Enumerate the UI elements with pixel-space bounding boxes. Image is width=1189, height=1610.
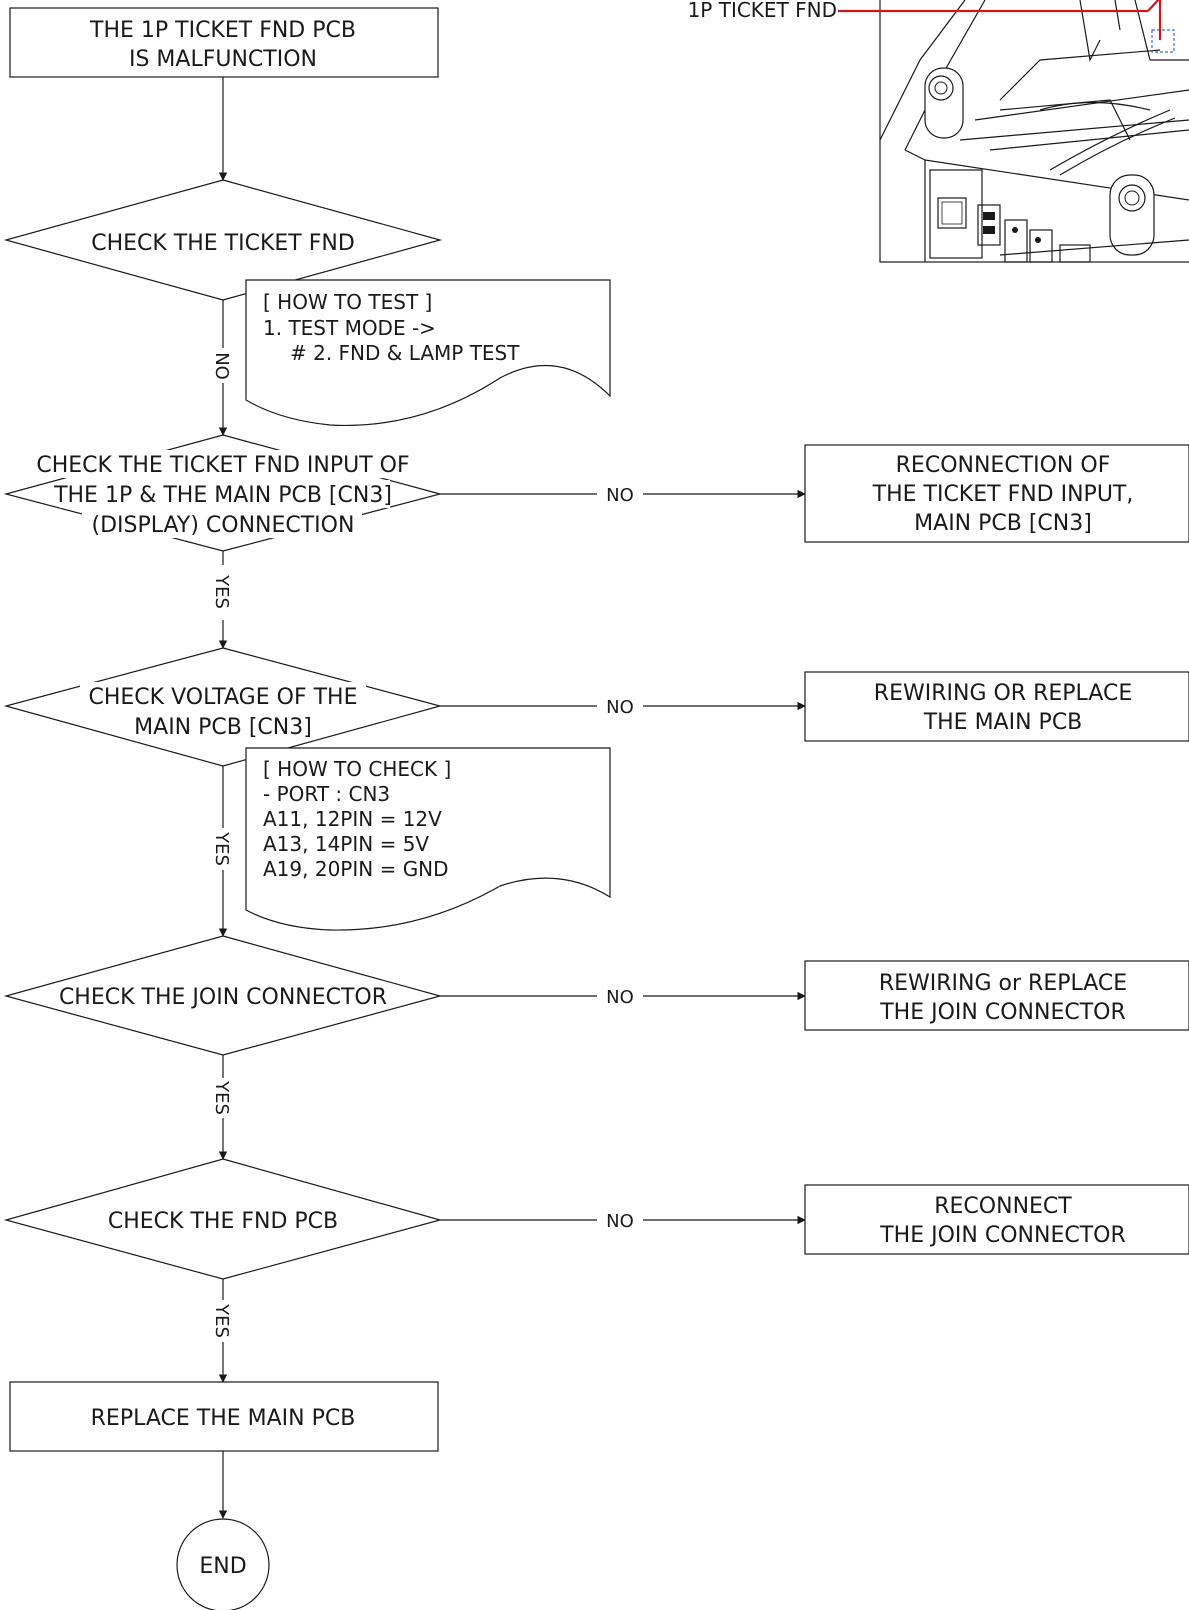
label-no-3: NO [606, 987, 634, 1008]
start-line-2: IS MALFUNCTION [129, 47, 317, 72]
action-reconnect-input [804, 444, 1189, 543]
action-reconnect-join [804, 1184, 1189, 1255]
action-reconnect-input-line-3: MAIN PCB [CN3] [914, 511, 1092, 536]
action-rewire-join-line-2: THE JOIN CONNECTOR [879, 1000, 1126, 1025]
cabinet-illustration [838, 0, 1189, 263]
action-rewire-main [804, 671, 1189, 742]
decision-check-ticket-fnd-label: CHECK THE TICKET FND [91, 231, 355, 256]
decision-check-input-line-1: CHECK THE TICKET FND INPUT OF [36, 453, 409, 478]
action-reconnect-input-line-1: RECONNECTION OF [896, 453, 1111, 478]
label-no-1: NO [606, 485, 634, 506]
note-check-line-3: A11, 12PIN = 12V [263, 807, 442, 831]
action-reconnect-join-line-1: RECONNECT [934, 1194, 1072, 1219]
label-yes-4: YES [211, 1303, 232, 1338]
start-box [9, 7, 439, 78]
decision-check-input-line-3: (DISPLAY) CONNECTION [92, 513, 355, 538]
note-test-line-2: 1. TEST MODE -> [263, 316, 436, 340]
action-rewire-main-line-1: REWIRING OR REPLACE [874, 681, 1132, 706]
note-check-line-5: A19, 20PIN = GND [263, 857, 449, 881]
note-check-line-1: [ HOW TO CHECK ] [263, 757, 451, 781]
decision-check-join [3, 935, 443, 1056]
action-rewire-main-line-2: THE MAIN PCB [923, 710, 1083, 735]
label-no-4: NO [606, 1211, 634, 1232]
note-check-line-2: - PORT : CN3 [263, 782, 390, 806]
note-test-line-1: [ HOW TO TEST ] [263, 290, 432, 314]
note-how-to-check [245, 747, 611, 931]
callout-label: 1P TICKET FND [688, 0, 837, 22]
action-replace-main [9, 1381, 439, 1452]
label-no-vertical: NO [211, 352, 232, 380]
decision-check-voltage-line-2: MAIN PCB [CN3] [134, 715, 312, 740]
label-yes-2: YES [211, 831, 232, 866]
label-yes-3: YES [211, 1080, 232, 1115]
action-reconnect-input-line-2: THE TICKET FND INPUT, [872, 482, 1134, 507]
end-terminal [176, 1518, 270, 1610]
note-test-line-3: # 2. FND & LAMP TEST [290, 341, 520, 365]
label-no-2: NO [606, 697, 634, 718]
fnd-location-highlight [1151, 29, 1175, 53]
action-reconnect-join-line-2: THE JOIN CONNECTOR [879, 1223, 1126, 1248]
decision-check-fnd-pcb-label: CHECK THE FND PCB [108, 1209, 338, 1234]
note-check-line-4: A13, 14PIN = 5V [263, 832, 429, 856]
note-how-to-test [245, 279, 611, 427]
decision-check-voltage-line-1: CHECK VOLTAGE OF THE [89, 685, 358, 710]
label-yes-1: YES [211, 574, 232, 609]
decision-check-ticket-fnd [3, 179, 443, 301]
decision-check-input-line-2: THE 1P & THE MAIN PCB [CN3] [53, 483, 392, 508]
action-rewire-join [804, 960, 1189, 1031]
decision-check-fnd-pcb [3, 1158, 443, 1280]
action-rewire-join-line-1: REWIRING or REPLACE [879, 971, 1127, 996]
action-replace-main-label: REPLACE THE MAIN PCB [91, 1406, 356, 1431]
decision-check-join-label: CHECK THE JOIN CONNECTOR [59, 985, 387, 1010]
start-line-1: THE 1P TICKET FND PCB [89, 18, 356, 43]
end-label: END [199, 1554, 246, 1579]
